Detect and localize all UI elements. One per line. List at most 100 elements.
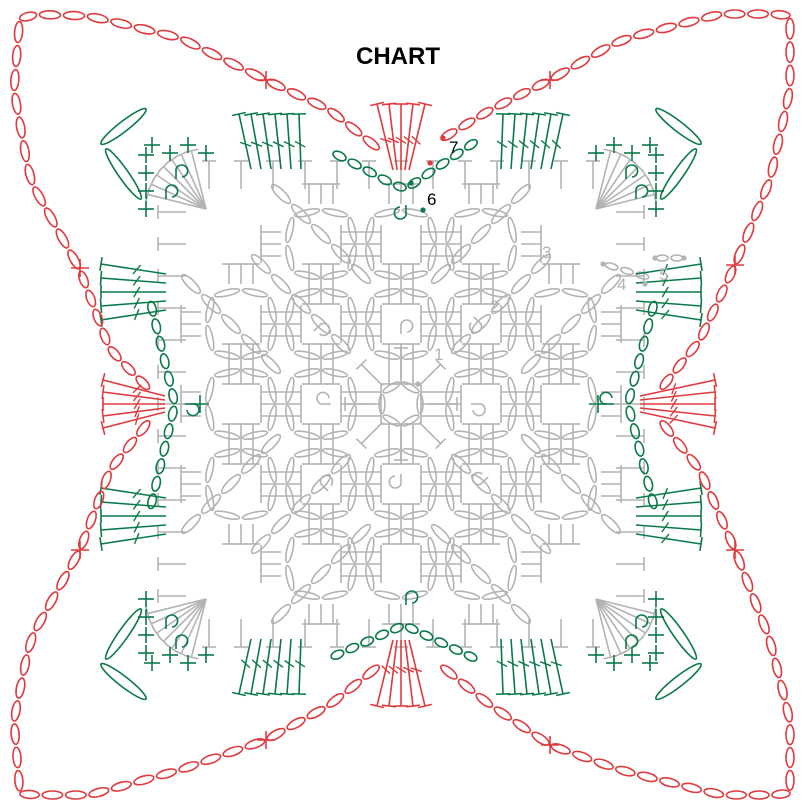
chain-stitch-oval	[786, 748, 794, 768]
stitch-top-bar	[714, 409, 715, 423]
chain-stitch-oval	[401, 413, 420, 428]
chain-stitch-oval	[204, 377, 215, 403]
chain-stitch-oval	[374, 510, 400, 521]
chain-stitch-oval	[767, 156, 779, 178]
chain-stitch-oval	[84, 289, 98, 308]
chain-stitch-oval	[99, 470, 113, 490]
chain-stitch-oval	[133, 773, 155, 786]
stitch-top-bar	[100, 271, 101, 285]
chain-stitch-oval	[427, 565, 438, 591]
chain-stitch-oval	[347, 157, 363, 171]
stitch-top-bar	[496, 694, 510, 695]
chain-stitch-oval	[106, 345, 123, 363]
chain-stitch-oval	[482, 430, 508, 441]
chain-stitch-oval	[294, 350, 320, 361]
chain-stitch-oval	[534, 367, 560, 378]
chain-stitch-oval	[14, 677, 26, 699]
chain-stitch-oval	[572, 749, 593, 763]
chain-stitch-oval	[42, 206, 59, 228]
stitch-top-bar	[100, 257, 102, 271]
chain-stitch-oval	[242, 430, 268, 441]
chain-stitch-oval	[642, 318, 654, 335]
chain-stitch-oval	[492, 705, 513, 723]
chain-stitch-oval	[482, 350, 508, 361]
round-label-6: 6	[427, 190, 436, 209]
chain-stitch-oval	[91, 308, 105, 327]
chain-stitch-oval	[200, 752, 222, 766]
chain-stitch-oval	[294, 367, 320, 378]
chain-stitch-oval	[32, 611, 49, 633]
stitch-top-bar	[292, 114, 306, 115]
chain-stitch-oval	[715, 510, 730, 530]
double-crochet-t	[361, 422, 382, 443]
stitch-top-bar	[100, 523, 101, 537]
chain-stitch-oval	[222, 56, 244, 72]
chain-stitch-oval	[587, 457, 598, 483]
chain-stitch-oval	[204, 457, 215, 483]
chain-stitch-oval	[550, 742, 571, 756]
chain-stitch-oval	[31, 185, 48, 207]
chain-stitch-oval	[121, 435, 139, 454]
chain-stitch-oval	[322, 430, 348, 441]
chain-stitch-oval	[659, 776, 680, 789]
chain-stitch-oval	[269, 272, 293, 296]
chain-stitch-oval	[444, 405, 455, 431]
chain-stitch-oval	[420, 166, 436, 181]
double-crochet-t	[101, 525, 166, 530]
chain-stitch-oval	[482, 527, 508, 538]
stitch-top-bar	[382, 705, 396, 707]
chain-stitch-oval	[454, 287, 480, 298]
chain-stitch-oval	[10, 724, 20, 745]
chain-stitch-oval	[402, 270, 428, 281]
chain-stitch-oval	[724, 10, 744, 18]
chain-stitch-oval	[284, 405, 295, 431]
chain-stitch-oval	[786, 65, 794, 85]
chain-stitch-oval	[110, 17, 132, 30]
chain-stitch-oval	[43, 590, 60, 612]
chain-stitch-oval	[359, 635, 374, 648]
chain-stitch-oval	[347, 217, 358, 243]
chain-stitch-oval	[244, 737, 266, 751]
chain-stitch-oval	[163, 423, 174, 439]
chain-stitch-oval	[19, 140, 31, 162]
chain-stitch-oval	[267, 405, 278, 431]
chain-stitch-oval	[771, 10, 790, 20]
chain-stitch-oval	[435, 157, 451, 172]
chain-stitch-oval	[482, 270, 508, 281]
chain-stitch-oval	[361, 663, 381, 682]
start-marker-dot	[600, 261, 605, 266]
chain-stitch-oval	[624, 388, 636, 405]
chain-stitch-oval	[524, 485, 535, 511]
chain-stitch-oval	[507, 325, 518, 351]
chain-stitch-oval	[671, 356, 688, 375]
double-crochet-t	[596, 167, 638, 209]
chain-stitch-oval	[159, 353, 170, 369]
chain-stitch-oval	[19, 654, 31, 676]
chain-stitch-oval	[509, 512, 533, 536]
picot-loop	[389, 474, 401, 488]
chain-stitch-oval	[697, 322, 712, 342]
chain-stitch-oval	[24, 632, 38, 654]
stitch-top-bar	[700, 495, 701, 509]
chain-stitch-oval	[463, 650, 478, 663]
chain-stitch-oval	[284, 245, 295, 271]
chain-stitch-oval	[305, 704, 326, 721]
chain-stitch-oval	[364, 297, 375, 323]
chain-stitch-oval	[706, 490, 721, 510]
stitch-top-bar	[496, 114, 510, 115]
stitch-top-bar	[280, 113, 294, 114]
chain-stitch-oval	[10, 700, 22, 721]
chain-stitch-oval	[475, 105, 494, 121]
chain-stitch-oval	[242, 367, 268, 378]
chain-stitch-oval	[507, 377, 518, 403]
chain-stitch-oval	[374, 628, 389, 641]
chain-stitch-oval	[108, 452, 126, 471]
chain-stitch-oval	[786, 19, 794, 39]
chain-stitch-oval	[427, 485, 438, 511]
chain-stitch-oval	[507, 565, 518, 591]
picot-loop	[471, 404, 485, 416]
chain-stitch-oval	[10, 69, 20, 91]
chain-stitch-oval	[88, 786, 110, 799]
chain-stitch-oval	[444, 565, 455, 591]
